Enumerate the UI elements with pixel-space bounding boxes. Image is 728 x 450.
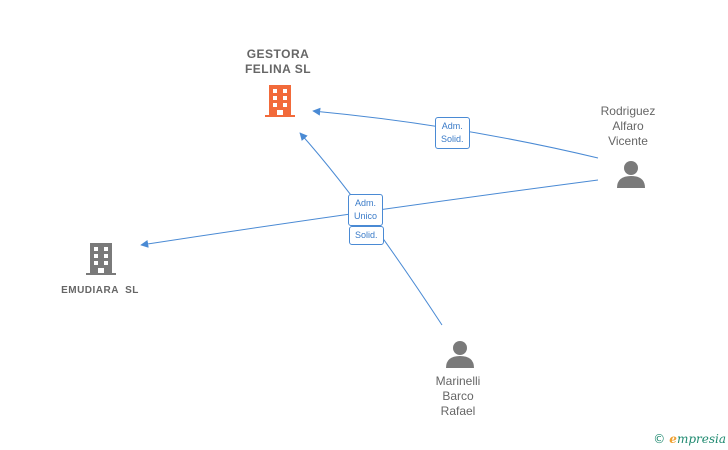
- gestora-name: GESTORA FELINA SL: [244, 47, 312, 76]
- rodriguez-name: Rodriguez Alfaro Vicente: [600, 104, 656, 148]
- building-icon[interactable]: [86, 243, 116, 275]
- edge-label-adm-unico: Adm. Unico: [348, 194, 384, 226]
- person-icon[interactable]: [446, 341, 474, 368]
- marinelli-name: Marinelli Barco Rafael: [435, 374, 481, 418]
- person-icon[interactable]: [617, 161, 645, 188]
- copyright-symbol: ©: [653, 432, 666, 446]
- person-label-rodriguez[interactable]: Rodriguez Alfaro Vicente: [588, 104, 668, 149]
- company-label-gestora[interactable]: GESTORA FELINA SL: [228, 47, 328, 77]
- person-label-marinelli[interactable]: Marinelli Barco Rafael: [418, 374, 498, 419]
- emudiara-name: EMUDIARA SL: [61, 285, 139, 296]
- building-icon[interactable]: [265, 85, 295, 117]
- edge-label-solid: Solid.: [349, 226, 384, 245]
- brand-name: mpresia: [676, 432, 726, 446]
- company-label-emudiara[interactable]: EMUDIARA SL: [40, 283, 160, 298]
- brand-initial: e: [669, 432, 677, 446]
- edge-label-adm-solid: Adm. Solid.: [435, 117, 470, 149]
- brand-logo[interactable]: ©empresia: [653, 432, 726, 446]
